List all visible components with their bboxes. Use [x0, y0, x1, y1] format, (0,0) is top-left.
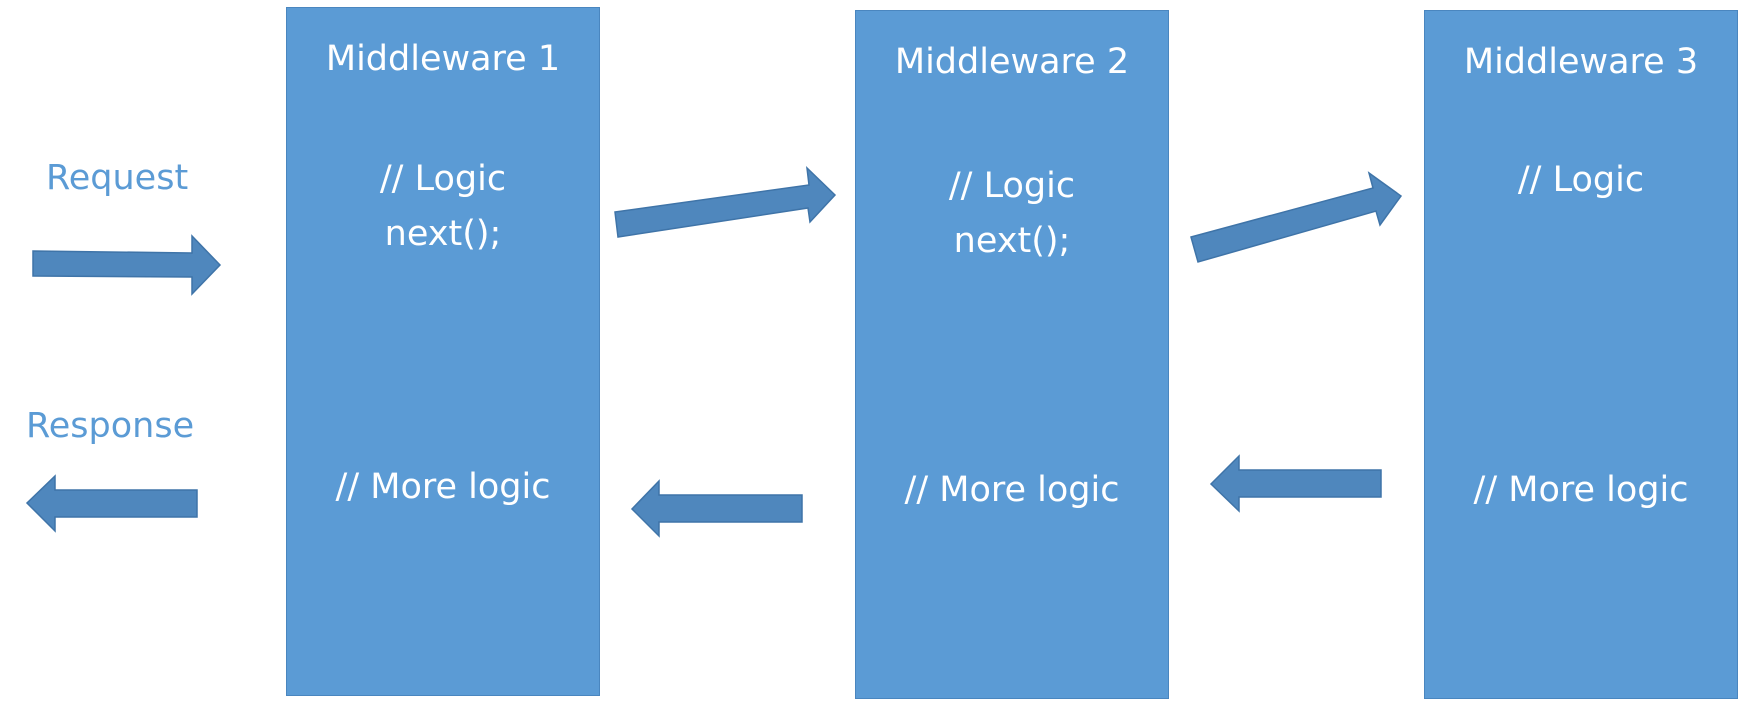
middleware-2-logic-line: // Logic	[948, 166, 1076, 206]
middleware-3-more-logic: // More logic	[1473, 470, 1689, 510]
response-arrow-icon	[25, 474, 198, 533]
middleware-1-more-logic: // More logic	[335, 467, 551, 507]
next-arrow-2-to-3-icon	[1190, 171, 1403, 263]
middleware-1-next-call: next();	[384, 214, 502, 254]
next-arrow-1-to-2-icon	[614, 166, 837, 238]
middleware-1-box: Middleware 1 // Logic next(); // More lo…	[286, 7, 600, 696]
return-arrow-3-to-2-icon	[1209, 454, 1382, 513]
middleware-3-logic-line: // Logic	[1517, 160, 1645, 200]
middleware-3-box: Middleware 3 // Logic // More logic	[1424, 10, 1738, 699]
request-arrow-icon	[32, 234, 222, 296]
middleware-3-title: Middleware 3	[1463, 42, 1699, 82]
request-label: Request	[46, 158, 189, 198]
middleware-2-next-call: next();	[953, 221, 1071, 261]
return-arrow-2-to-1-icon	[630, 479, 803, 538]
middleware-2-title: Middleware 2	[894, 42, 1130, 82]
middleware-1-title: Middleware 1	[325, 39, 561, 79]
middleware-1-logic-line: // Logic	[379, 159, 507, 199]
response-label: Response	[26, 406, 195, 446]
middleware-2-more-logic: // More logic	[904, 470, 1120, 510]
middleware-2-box: Middleware 2 // Logic next(); // More lo…	[855, 10, 1169, 699]
